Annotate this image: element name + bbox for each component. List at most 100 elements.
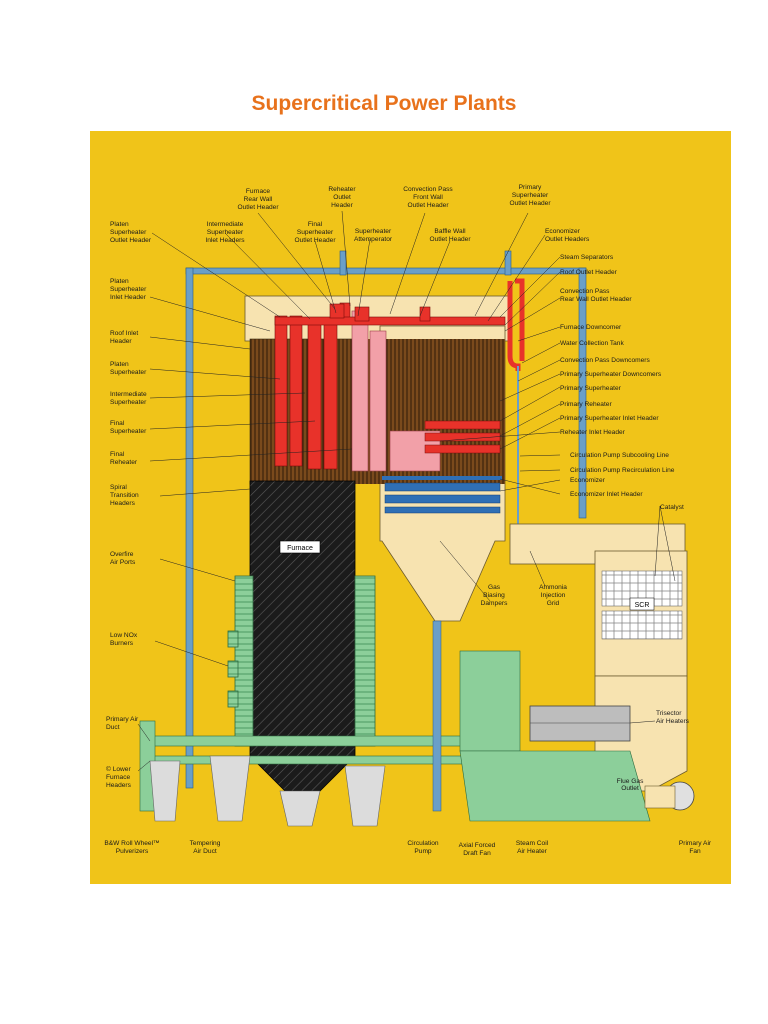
- primary-superheater-bands: [424, 420, 501, 454]
- label-platen-sh-inlet-2: Superheater: [110, 286, 147, 293]
- label-lower-furnace-2: Furnace: [106, 774, 131, 781]
- pulverizers: [149, 755, 386, 827]
- label-convection-pass-front-wall-3: Outlet Header: [407, 202, 449, 209]
- label-steam-coil-2: Air Heater: [517, 848, 547, 855]
- label-intermediate-sh-1: Intermediate: [110, 391, 147, 398]
- label-economizer-outlet-1: Economizer: [545, 228, 581, 235]
- label-reheater-outlet-header-2: Outlet: [333, 194, 351, 201]
- label-axial-fan-2: Draft Fan: [463, 850, 491, 857]
- label-economizer-outlet-2: Outlet Headers: [545, 236, 590, 243]
- label-reheater-inlet-header: Reheater Inlet Header: [560, 429, 626, 436]
- label-ammonia-3: Grid: [547, 600, 560, 607]
- label-lower-furnace-1: © Lower: [106, 765, 131, 773]
- label-pulverizers-2: Pulverizers: [116, 848, 149, 855]
- label-gas-biasing-3: Dampers: [481, 600, 508, 607]
- flue-gas-outlet-duct: [644, 785, 676, 809]
- leader-lines: [137, 210, 676, 772]
- final-superheater-panels: [274, 302, 351, 470]
- label-convection-pass-front-wall-2: Front Wall: [413, 194, 443, 201]
- label-cp-downcomers: Convection Pass Downcomers: [560, 357, 650, 364]
- label-roof-inlet-2: Header: [110, 338, 132, 345]
- label-sh-attemperator-1: Superheater: [355, 228, 392, 235]
- economizer-bands: [384, 482, 501, 514]
- label-final-sh-outlet-3: Outlet Header: [294, 237, 336, 244]
- boiler-diagram-panel: Furnace SCR: [90, 131, 731, 884]
- label-ammonia-1: Ammonia: [539, 584, 567, 591]
- labels-right: Steam Separators Roof Outlet Header Conv…: [560, 254, 690, 792]
- label-cp-subcooling-line: Circulation Pump Subcooling Line: [570, 452, 669, 459]
- label-lower-furnace-3: Headers: [106, 782, 132, 789]
- label-reheater-outlet-header-1: Reheater: [328, 186, 356, 193]
- label-final-sh-1: Final: [110, 420, 125, 427]
- economizer-inlet-header-bar: [382, 476, 502, 480]
- label-primary-air-duct-2: Duct: [106, 724, 120, 731]
- label-primary-sh-downcomers: Primary Superheater Downcomers: [560, 371, 662, 378]
- label-roof-outlet-header: Roof Outlet Header: [560, 269, 618, 276]
- label-low-nox-2: Burners: [110, 640, 134, 647]
- label-trisector-2: Air Heaters: [656, 718, 690, 725]
- label-final-sh-outlet-2: Superheater: [297, 229, 334, 236]
- label-pulverizers-1: B&W Roll Wheel™: [104, 840, 159, 847]
- label-platen-sh-outlet-header-1: Platen: [110, 221, 129, 228]
- label-spiral-transition-2: Transition: [110, 492, 139, 499]
- label-final-reheater-2: Reheater: [110, 459, 138, 466]
- label-steam-separators: Steam Separators: [560, 254, 614, 261]
- label-baffle-wall-2: Outlet Header: [429, 236, 471, 243]
- label-platen-sh-1: Platen: [110, 361, 129, 368]
- label-cp-recirculation-line: Circulation Pump Recirculation Line: [570, 467, 675, 474]
- label-steam-coil-1: Steam Coil: [516, 840, 549, 847]
- label-circ-pump-2: Pump: [414, 848, 432, 855]
- label-primary-sh-outlet-header-3: Outlet Header: [509, 200, 551, 207]
- furnace-tag: Furnace: [287, 545, 313, 552]
- label-cp-rear-wall-1: Convection Pass: [560, 288, 610, 295]
- label-sh-attemperator-2: Attemperator: [354, 236, 393, 243]
- label-intermediate-sh-2: Superheater: [110, 399, 147, 406]
- label-roof-inlet-1: Roof Inlet: [110, 330, 138, 337]
- furnace-tag-box: [279, 540, 321, 554]
- label-convection-pass-front-wall-1: Convection Pass: [403, 186, 453, 193]
- label-primary-sh-outlet-header-1: Primary: [519, 184, 542, 191]
- label-economizer-inlet-header: Economizer Inlet Header: [570, 491, 643, 498]
- label-gas-biasing-1: Gas: [488, 584, 501, 591]
- label-final-sh-outlet-1: Final: [308, 221, 323, 228]
- label-gas-biasing-2: Biasing: [483, 592, 505, 599]
- scr-tag: SCR: [635, 602, 650, 609]
- label-platen-sh-inlet-1: Platen: [110, 278, 129, 285]
- label-primary-superheater: Primary Superheater: [560, 385, 622, 392]
- label-overfire-air-1: Overfire: [110, 551, 134, 558]
- label-primary-air-fan-1: Primary Air: [679, 840, 712, 847]
- label-intermediate-sh-inlet-2: Superheater: [207, 229, 244, 236]
- scr-ductwork: [509, 523, 688, 792]
- label-platen-sh-outlet-header-2: Superheater: [110, 229, 147, 236]
- windbox-right: [354, 575, 376, 747]
- label-economizer: Economizer: [570, 477, 606, 484]
- label-primary-reheater: Primary Reheater: [560, 401, 612, 408]
- boiler-diagram: Furnace SCR: [104, 184, 712, 857]
- reheater-panels: [351, 310, 441, 472]
- label-primary-air-duct-1: Primary Air: [106, 716, 139, 723]
- page-title: Supercritical Power Plants: [251, 92, 517, 115]
- label-axial-fan-1: Axial Forced: [459, 842, 496, 849]
- label-final-reheater-1: Final: [110, 451, 125, 458]
